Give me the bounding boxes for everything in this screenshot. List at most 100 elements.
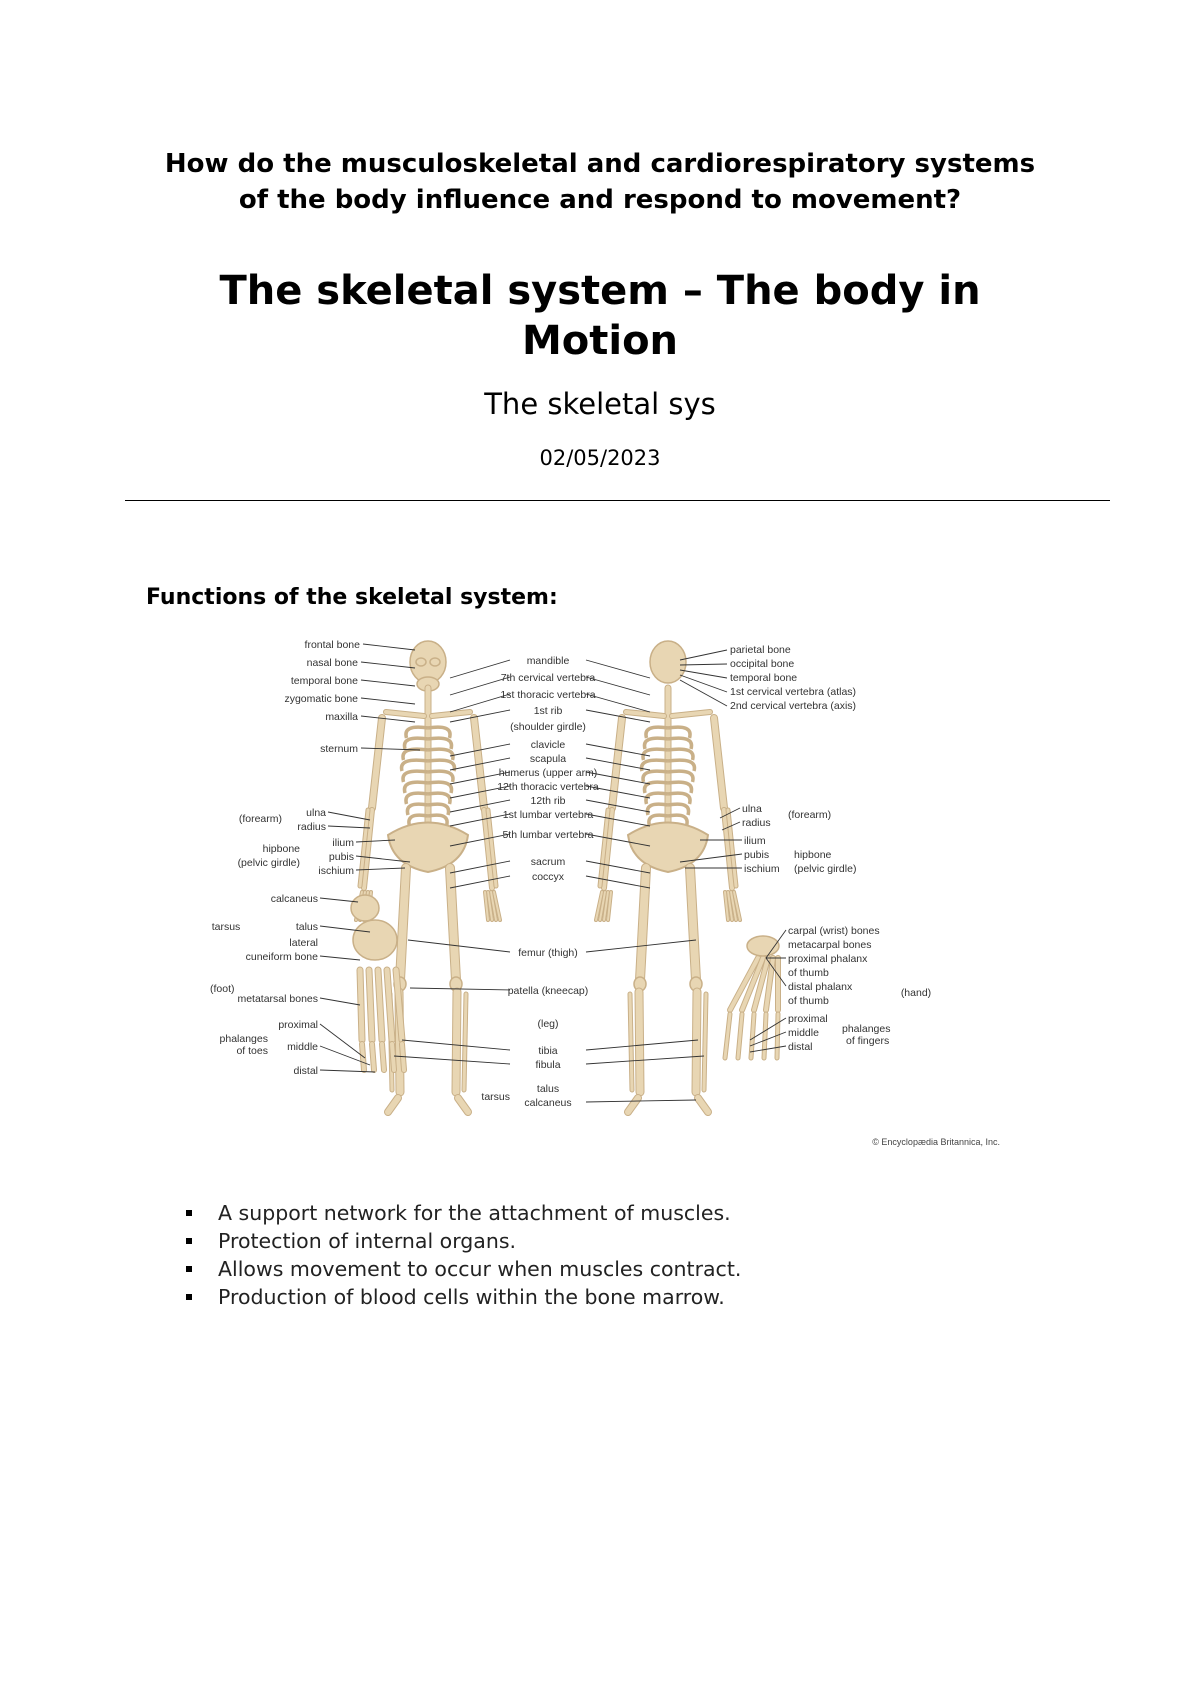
front-skeleton-rib xyxy=(427,736,454,750)
label-hand: of fingers xyxy=(846,1035,889,1047)
leader-line xyxy=(449,785,511,799)
label-center: humerus (upper arm) xyxy=(499,767,598,779)
label-left-hip: (pelvic girdle) xyxy=(238,857,300,869)
hand-detail-metacarpal xyxy=(752,956,770,1012)
label-left-hip: pubis xyxy=(329,851,354,863)
leader-line xyxy=(407,939,511,953)
back-skeleton-humerus xyxy=(609,715,625,811)
leader-line xyxy=(327,811,371,821)
leader-line xyxy=(585,939,697,953)
leader-line xyxy=(449,693,511,713)
label-hand: metacarpal bones xyxy=(788,939,871,951)
label-foot: calcaneus xyxy=(271,893,318,905)
leader-line xyxy=(679,663,728,666)
leader-line xyxy=(749,1017,787,1041)
front-skeleton-clavicle xyxy=(384,710,426,718)
back-skeleton-finger xyxy=(603,891,609,921)
list-item: A support network for the attachment of … xyxy=(186,1199,741,1227)
label-center: clavicle xyxy=(531,739,566,751)
back-skeleton-rib xyxy=(667,747,695,761)
front-skeleton-clavicle xyxy=(430,710,472,718)
front-skeleton-rib xyxy=(407,813,429,827)
label-hand: distal xyxy=(788,1041,813,1053)
front-skeleton-rib xyxy=(427,802,451,816)
page-title: The skeletal system – The body in Motion xyxy=(219,268,981,364)
back-skeleton-finger xyxy=(607,891,612,921)
back-skeleton-clavicle xyxy=(624,710,666,718)
label-back-right: parietal bone xyxy=(730,644,791,656)
label-foot: middle xyxy=(287,1041,318,1053)
foot-detail-metatarsal xyxy=(375,967,385,1043)
foot-detail-metatarsal xyxy=(357,967,365,1043)
front-skeleton-finger xyxy=(490,891,497,921)
label-foot: proximal xyxy=(278,1019,318,1031)
label-right-hip: ischium xyxy=(744,863,780,875)
front-skeleton-rib xyxy=(427,758,457,772)
label-foot: of toes xyxy=(236,1045,268,1057)
leader-line xyxy=(360,679,416,687)
leader-line xyxy=(355,839,396,843)
back-skeleton-forearm xyxy=(598,808,610,888)
label-front-left: temporal bone xyxy=(291,675,358,687)
leader-line xyxy=(409,987,511,991)
leader-line xyxy=(393,1055,511,1065)
leader-line xyxy=(585,785,651,799)
hand-detail-metacarpal xyxy=(740,956,765,1012)
label-foot: cuneiform bone xyxy=(246,951,319,963)
hand-detail-phalanx xyxy=(749,1012,756,1060)
leader-line xyxy=(319,925,371,933)
label-center: 1st thoracic vertebra xyxy=(500,689,595,701)
front-skeleton-rib xyxy=(399,758,429,772)
leader-line xyxy=(319,955,361,961)
leader-line xyxy=(585,833,651,847)
label-left-hip: ischium xyxy=(318,865,354,877)
label-front-left: nasal bone xyxy=(307,657,359,669)
front-skeleton-rib xyxy=(404,725,429,739)
front-skeleton-fibula xyxy=(462,992,468,1092)
front-skeleton-pelvis xyxy=(386,821,470,874)
leader-line xyxy=(449,833,511,847)
label-left-arm: radius xyxy=(297,821,326,833)
label-right-arm: ulna xyxy=(742,803,762,815)
back-skeleton-rib xyxy=(667,791,692,805)
leader-line xyxy=(679,674,728,693)
leader-line xyxy=(585,709,651,723)
horizontal-rule xyxy=(125,500,1110,501)
label-leg: tarsus xyxy=(481,1091,510,1103)
front-skeleton-eye-socket xyxy=(415,657,427,667)
back-skeleton-fibula xyxy=(628,992,634,1092)
leader-line xyxy=(449,799,511,813)
leader-line xyxy=(327,825,371,829)
leader-line xyxy=(319,997,361,1006)
label-center: 5th lumbar vertebra xyxy=(502,829,593,841)
hand-detail-phalanx xyxy=(723,1012,732,1060)
label-foot: phalanges xyxy=(220,1033,268,1045)
label-center: 12th rib xyxy=(530,795,565,807)
guiding-question: How do the musculoskeletal and cardiores… xyxy=(164,149,1036,215)
back-skeleton-finger xyxy=(724,891,729,921)
back-skeleton-forearm xyxy=(722,808,734,890)
leader-line xyxy=(449,676,511,696)
back-skeleton-rib xyxy=(667,780,694,794)
back-skeleton-rib xyxy=(667,769,695,783)
label-right-hip: ilium xyxy=(744,835,766,847)
leader-line xyxy=(679,853,743,863)
back-skeleton-foot xyxy=(625,1095,641,1115)
page-subtitle: The skeletal sys xyxy=(484,387,716,421)
foot-detail-phalanx xyxy=(380,1042,386,1072)
label-center: sacrum xyxy=(531,856,566,868)
label-hand: proximal phalanx xyxy=(788,953,868,965)
leader-line xyxy=(360,715,416,723)
hand-detail-metacarpal xyxy=(728,956,760,1012)
leader-line xyxy=(355,867,406,871)
foot-detail-metatarsal xyxy=(393,967,405,1043)
leader-line xyxy=(585,1039,699,1051)
back-skeleton-rib xyxy=(667,813,689,827)
back-skeleton-fibula xyxy=(702,992,708,1092)
label-right-hip: hipbone xyxy=(794,849,832,861)
leader-line xyxy=(749,1031,787,1047)
front-skeleton-rib xyxy=(402,780,429,794)
list-item: Protection of internal organs. xyxy=(186,1227,741,1255)
label-right-hip: (pelvic girdle) xyxy=(794,863,856,875)
leader-line xyxy=(585,1099,697,1103)
